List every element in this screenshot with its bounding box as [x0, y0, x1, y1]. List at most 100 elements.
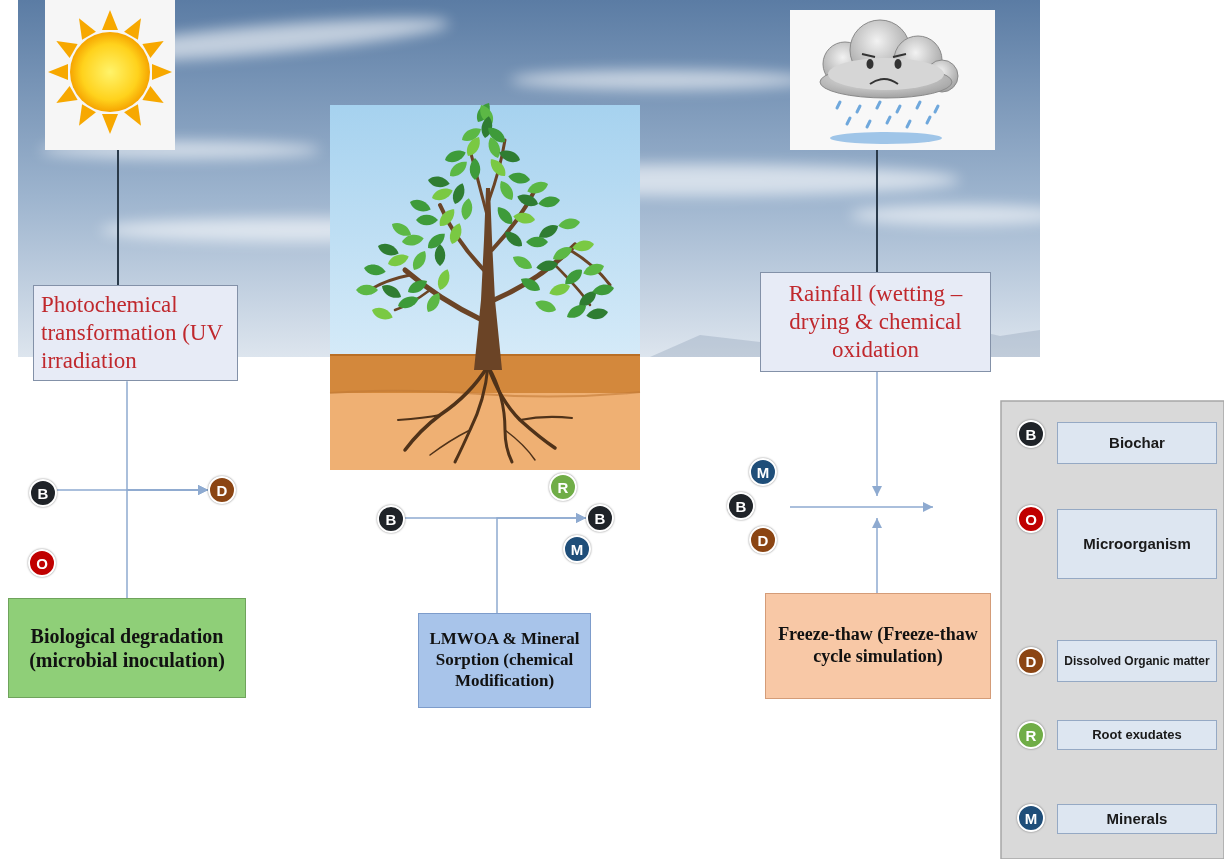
legend-swatch: O — [1017, 505, 1045, 533]
leaf — [518, 274, 542, 294]
circle-letter: M — [571, 542, 584, 557]
sky-streak — [510, 70, 810, 90]
legend-box: Root exudates — [1057, 720, 1217, 750]
leaf — [396, 294, 420, 311]
legend-text: Minerals — [1064, 810, 1210, 828]
leaf — [435, 268, 452, 292]
circle-letter: B — [595, 511, 606, 526]
legend-swatch: D — [1017, 647, 1045, 675]
leaf — [537, 195, 560, 209]
raindrop — [927, 117, 930, 123]
cloud-fill — [828, 58, 944, 90]
sun-leader — [117, 150, 119, 285]
leaf — [535, 259, 558, 273]
sun-ray — [142, 34, 167, 58]
leaf — [460, 197, 474, 220]
leaf — [548, 281, 572, 298]
root — [505, 430, 535, 460]
box-text: Freeze-thaw (Freeze-thaw cycle simulatio… — [773, 624, 983, 668]
circle-letter: B — [386, 512, 397, 527]
leaf — [496, 178, 516, 202]
raindrop — [867, 121, 870, 127]
legend-text: Microorganism — [1064, 535, 1210, 553]
process-arrow — [127, 381, 208, 490]
leaf — [487, 156, 509, 180]
raindrop — [877, 102, 880, 108]
legend-letter: D — [1026, 654, 1037, 669]
leaf — [557, 217, 580, 231]
circle-letter: D — [217, 483, 228, 498]
root — [405, 366, 488, 450]
sun-ray — [72, 14, 96, 39]
leaf — [356, 285, 378, 296]
legend-letter: B — [1026, 427, 1037, 442]
leaf — [447, 158, 471, 180]
box-text: Rainfall (wetting – drying & chemical ox… — [768, 280, 983, 364]
legend-swatch: R — [1017, 721, 1045, 749]
sun-ray — [124, 14, 148, 39]
legend-panel — [1001, 401, 1224, 859]
sun-ray — [102, 114, 118, 134]
legend-box: Biochar — [1057, 422, 1217, 464]
sun-ray — [52, 34, 77, 58]
leaf — [363, 263, 386, 277]
leaf — [430, 186, 454, 203]
circle-letter: B — [38, 486, 49, 501]
branch — [470, 150, 487, 215]
legend-letter: M — [1025, 811, 1038, 826]
circle-letter: M — [757, 465, 770, 480]
root — [520, 417, 572, 420]
legend-swatch: M — [1017, 804, 1045, 832]
root — [430, 430, 470, 455]
sun-ray — [102, 10, 118, 30]
leaf — [591, 283, 614, 297]
sun-ray — [48, 64, 68, 80]
cloud-eye — [867, 59, 874, 69]
leaf — [436, 206, 458, 230]
leaf — [507, 171, 530, 185]
process-arrow — [497, 518, 586, 613]
leaf — [526, 179, 550, 196]
root — [455, 366, 488, 462]
raindrop — [897, 106, 900, 112]
leaf — [582, 261, 606, 278]
circle-letter: O — [36, 556, 48, 571]
leaf — [486, 136, 503, 160]
puddle — [830, 132, 942, 144]
raindrop — [857, 106, 860, 112]
component-circle: O — [28, 549, 56, 577]
sky-streak — [850, 205, 1070, 225]
component-circle: R — [549, 473, 577, 501]
cloud-frown — [870, 79, 898, 84]
cloud-panel — [790, 10, 995, 150]
leaf — [409, 248, 429, 272]
raindrop — [887, 117, 890, 123]
legend-letter: O — [1025, 512, 1037, 527]
legend-swatch: B — [1017, 420, 1045, 448]
leaf — [571, 239, 594, 253]
leaf — [379, 281, 403, 301]
legend-box: Minerals — [1057, 804, 1217, 834]
leaf — [401, 233, 424, 247]
cloud-brow — [862, 54, 906, 57]
process-arrow — [876, 372, 878, 496]
component-circle: D — [749, 526, 777, 554]
component-circle: D — [208, 476, 236, 504]
subsoil — [330, 393, 640, 470]
raindrop — [847, 118, 850, 124]
leaf — [427, 175, 450, 189]
sun-panel — [45, 0, 175, 150]
leaf — [502, 228, 526, 250]
circle-letter: D — [758, 533, 769, 548]
root — [488, 366, 555, 448]
process-box: Biological degradation (microbial inocul… — [8, 598, 246, 698]
leaf — [370, 305, 394, 322]
root — [398, 415, 440, 420]
box-text: Biological degradation (microbial inocul… — [16, 624, 238, 673]
legend-text: Biochar — [1064, 434, 1210, 452]
leaf — [516, 192, 540, 209]
sun-ray — [124, 104, 148, 129]
leaf — [585, 307, 608, 321]
process-box: Rainfall (wetting – drying & chemical ox… — [760, 272, 991, 372]
sun-ray — [72, 104, 96, 129]
